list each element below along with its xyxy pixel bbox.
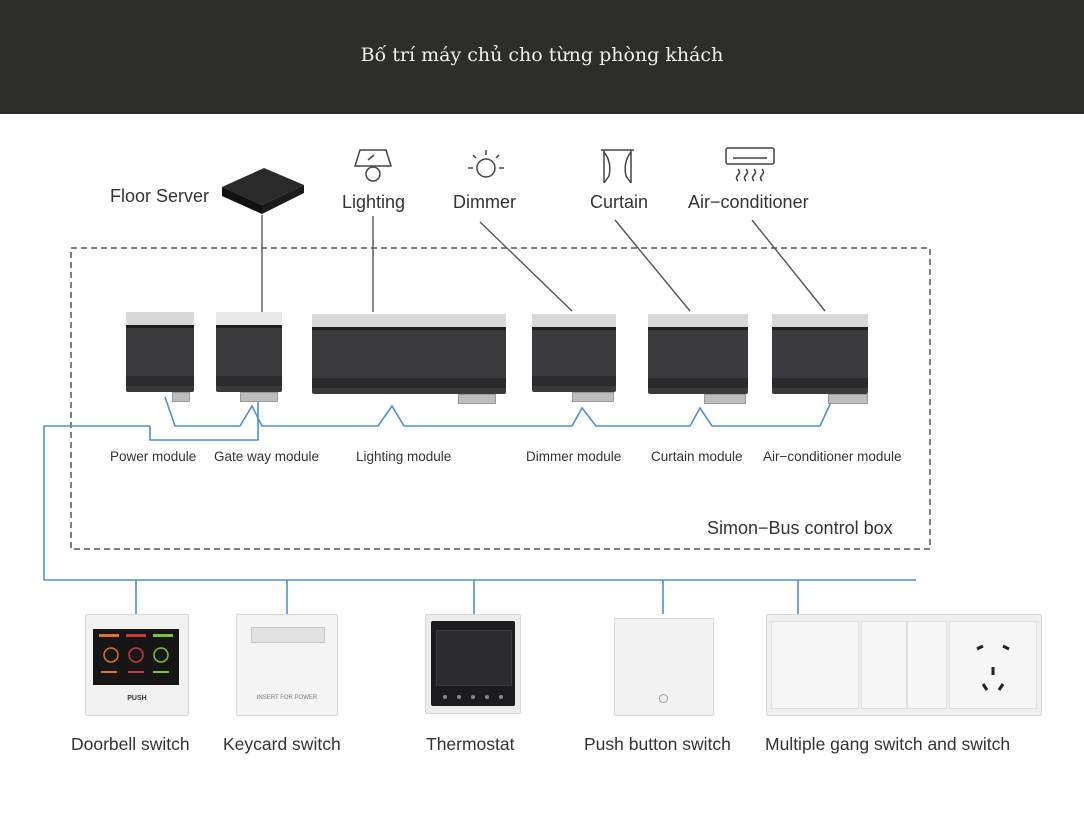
dimmer-module-device [532, 314, 616, 402]
curtain-connector [614, 219, 691, 312]
gateway-module-device [216, 312, 282, 402]
dimmer-label: Dimmer [453, 192, 516, 212]
keycard-insert-text: INSERT FOR POWER [256, 695, 318, 701]
lighting-module-device [312, 314, 506, 404]
socket-outlet-icon [976, 644, 1010, 691]
power-module-device [126, 312, 194, 402]
gang-panel-2 [861, 621, 907, 709]
air-conditioner-icon [725, 147, 775, 182]
air-conditioner-label: Air−conditioner [688, 192, 809, 212]
module-bus-line [164, 396, 833, 427]
gateway-loop [149, 400, 259, 441]
multiple-gang-switch-device [766, 614, 1042, 716]
doorbell-push-text: PUSH [127, 695, 147, 702]
gateway-module-label: Gate way module [214, 449, 320, 464]
doorbell-indicator-icons [99, 634, 173, 673]
gang-panel-1 [771, 621, 859, 709]
thermostat-button-icons [443, 695, 503, 699]
curtain-label: Curtain [590, 192, 649, 212]
page-header: Bố trí máy chủ cho từng phòng khách [0, 0, 1084, 114]
floor-server-label: Floor Server [110, 186, 210, 206]
doorbell-switch-device: PUSH [85, 614, 189, 716]
main-bus-riser [43, 425, 150, 580]
dimmer-module-label: Dimmer module [526, 449, 622, 464]
thermostat-body [431, 621, 515, 706]
aircon-connector [751, 219, 826, 312]
gang-panel-3 [907, 621, 947, 709]
page-title: Bố trí máy chủ cho từng phòng khách [360, 44, 724, 66]
multiple-gang-switch-label: Multiple gang switch and switch [765, 734, 1011, 754]
bus-wiring [43, 396, 916, 614]
control-box-label: Simon−Bus control box [707, 518, 893, 538]
curtain-module-device [648, 314, 748, 404]
push-button-switch-device [614, 618, 714, 716]
lighting-label: Lighting [342, 192, 406, 212]
socket-panel [949, 621, 1037, 709]
dimmer-sun-icon [468, 150, 504, 178]
doorbell-switch-label: Doorbell switch [71, 734, 190, 754]
lamp-icon [353, 149, 393, 182]
keycard-switch-label: Keycard switch [223, 734, 341, 754]
lighting-module-label: Lighting module [356, 449, 452, 464]
keycard-switch-device: INSERT FOR POWER [236, 614, 338, 716]
push-button-switch-label: Push button switch [584, 734, 731, 754]
dimmer-connector [479, 221, 573, 312]
curtain-module-label: Curtain module [651, 449, 743, 464]
curtain-icon [601, 149, 634, 184]
air-conditioner-module-device [772, 314, 868, 404]
thermostat-screen [436, 630, 512, 686]
keycard-slot [251, 627, 325, 643]
thermostat-device [425, 614, 521, 714]
floor-server-icon [222, 168, 304, 214]
doorbell-display [93, 629, 179, 685]
air-conditioner-module-label: Air−conditioner module [763, 449, 902, 464]
power-symbol-icon [659, 694, 668, 703]
power-module-label: Power module [110, 449, 197, 464]
thermostat-label: Thermostat [426, 734, 515, 754]
control-box-border [70, 247, 931, 550]
